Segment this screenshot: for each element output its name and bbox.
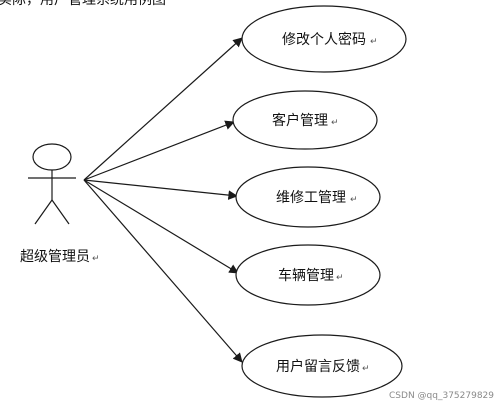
actor-label-return-mark: ↵ [92,254,100,264]
use-case-ellipse [235,166,381,228]
use-case-return-mark: ↵ [350,195,358,205]
header-fragment: 实际，用户管理系统用例图 [0,0,166,8]
use-case-label: 用户留言反馈 [276,358,360,375]
association-arrow-4 [83,179,239,274]
use-case-ellipse [241,5,407,73]
use-case-ellipse [232,90,378,150]
actor-figure [28,143,76,225]
use-case-label: 维修工管理 [276,190,346,206]
watermark: CSDN @qq_375279829 [389,391,494,401]
use-case-ellipse [241,334,403,398]
use-case-4: 车辆管理 ↵ [235,244,381,306]
use-case-3: 维修工管理 ↵ [235,166,381,228]
use-case-1: 修改个人密码 ↵ [241,5,407,73]
actor-label: 超级管理员 [20,249,90,265]
use-case-2: 客户管理 ↵ [232,90,378,150]
actor-head [32,143,72,171]
use-case-return-mark: ↵ [331,118,339,128]
actor-left-leg [34,199,53,225]
use-case-ellipse [235,244,381,306]
association-arrow-5 [83,179,243,363]
actor-right-leg [51,199,70,225]
use-case-return-mark: ↵ [336,273,344,283]
use-case-label: 客户管理 [272,112,328,129]
association-arrow-2 [83,120,235,181]
use-case-return-mark: ↵ [370,37,378,47]
association-arrow-1 [83,37,243,181]
association-arrow-3 [83,179,238,200]
use-case-5: 用户留言反馈 ↵ [241,334,403,398]
associations [83,37,243,363]
use-case-label: 车辆管理 [278,267,334,284]
use-case-return-mark: ↵ [362,364,370,374]
use-case-label: 修改个人密码 [282,31,366,48]
